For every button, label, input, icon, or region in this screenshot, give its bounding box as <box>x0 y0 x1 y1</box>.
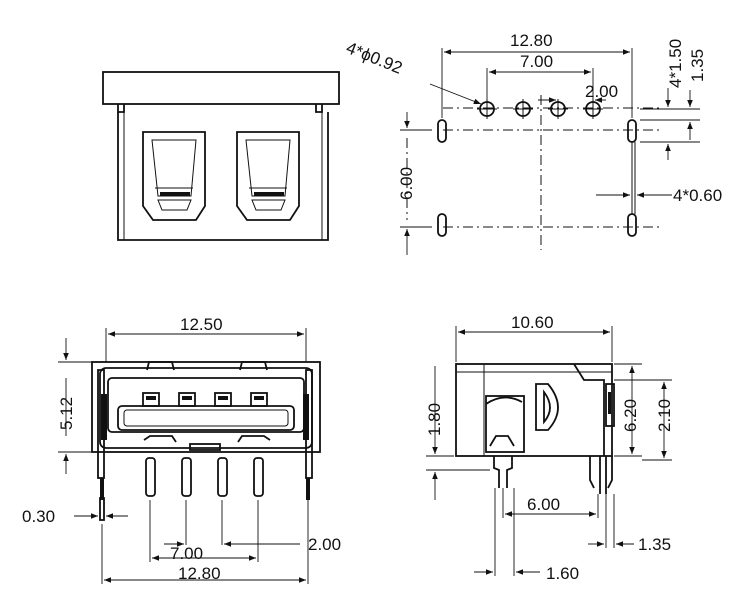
side-pins <box>493 456 613 494</box>
dim-side-f: 1.60 <box>546 564 579 583</box>
front-pins <box>99 457 310 521</box>
dim-front-width: 12.50 <box>180 315 223 334</box>
front-housing <box>91 361 321 453</box>
top-right-view: 12.80 7.00 2.00 4*ϕ0.92 6.00 4*1.50 1.35 <box>344 31 722 255</box>
dim-front-pitch: 2.00 <box>308 535 341 554</box>
dim-top-width: 12.80 <box>510 31 553 50</box>
dim-top-pitch: 2.00 <box>585 82 618 101</box>
dim-side-c: 2.10 <box>655 399 674 432</box>
dim-side-a: 1.80 <box>425 403 444 436</box>
dim-top-inner: 7.00 <box>520 52 553 71</box>
dim-side-e: 1.35 <box>638 535 671 554</box>
dim-hole-diameter: 4*ϕ0.92 <box>344 38 406 78</box>
latch-right <box>236 131 300 221</box>
flange-notch-left <box>117 104 125 113</box>
dim-side-width: 10.60 <box>511 313 554 332</box>
dim-front-height: 5.12 <box>57 397 76 430</box>
dim-top-height: 6.00 <box>397 167 416 200</box>
dim-top-offset-b: 1.35 <box>688 49 707 82</box>
mount-slots <box>437 119 637 237</box>
dim-top-offset-a: 4*1.50 <box>666 39 685 88</box>
contacts <box>142 392 268 407</box>
pin-holes <box>477 99 603 119</box>
latch-left <box>142 131 206 221</box>
top-left-view <box>102 71 340 241</box>
housing-body <box>117 112 329 241</box>
side-contact-window <box>485 395 525 453</box>
side-view: 10.60 1.80 6.20 2.10 6.00 1.35 1.60 <box>425 313 674 583</box>
housing-flange <box>102 71 340 105</box>
dim-side-b: 6.20 <box>621 399 640 432</box>
dim-front-inner: 7.00 <box>170 544 203 563</box>
front-view: 12.50 5.12 0.30 7.00 2.00 12.80 <box>22 315 341 584</box>
dim-side-d: 6.00 <box>527 495 560 514</box>
dim-slot-width: 4*0.60 <box>673 186 722 205</box>
side-latch <box>535 383 559 431</box>
usb-tongue <box>117 405 295 431</box>
dim-front-total: 12.80 <box>178 564 221 583</box>
flange-notch-right <box>315 104 323 113</box>
dim-pin-width: 0.30 <box>22 507 55 526</box>
side-housing <box>455 363 613 457</box>
